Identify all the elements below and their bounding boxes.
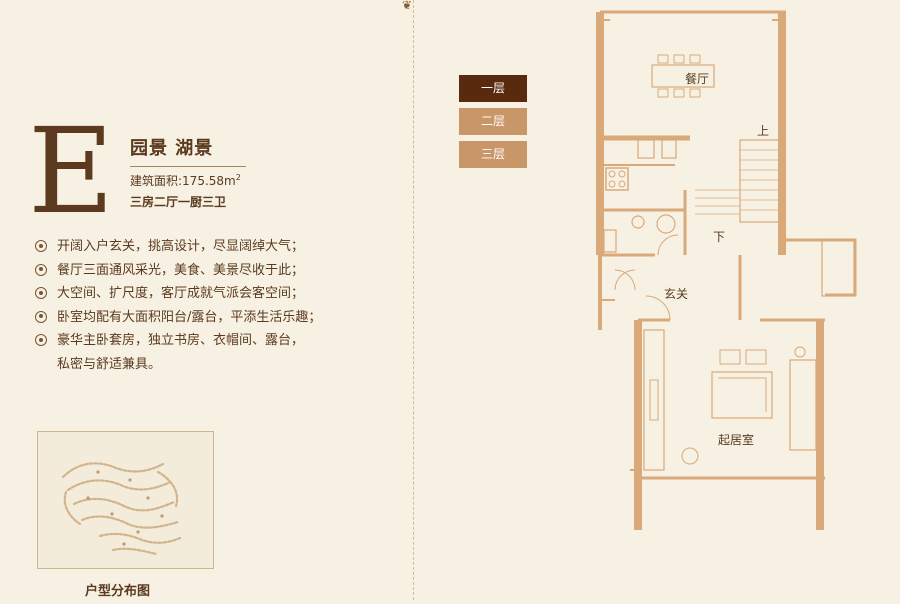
tab-floor-3[interactable]: 三层	[459, 141, 527, 168]
tab-floor-1[interactable]: 一层	[459, 75, 527, 102]
feature-item: 卧室均配有大面积阳台/露台，平添生活乐趣；	[35, 309, 395, 333]
unit-rooms: 三房二厅一厨三卫	[130, 195, 227, 209]
unit-area: 建筑面积:175.58m2	[130, 172, 250, 189]
room-label-living: 起居室	[718, 433, 755, 447]
stair-up-label: 上	[757, 124, 770, 138]
floor-plan: 餐厅 上 下 玄关 起居室	[560, 0, 900, 600]
top-ornament: ❦	[401, 0, 413, 12]
unit-type-letter: E	[28, 102, 115, 240]
unit-header: 园景 湖景 建筑面积:175.58m2 三房二厅一厨三卫	[130, 134, 250, 210]
feature-item: 开阔入户玄关，挑高设计，尽显阔绰大气；	[35, 238, 395, 262]
page-divider	[413, 0, 414, 600]
site-map-drawing	[61, 462, 182, 556]
bullet-icon	[35, 287, 47, 299]
bullet-icon	[35, 334, 47, 346]
room-label-dining: 餐厅	[685, 72, 710, 86]
area-unit-sup: 2	[235, 173, 241, 182]
stair-down-label: 下	[713, 230, 726, 244]
unit-title: 园景 湖景	[130, 138, 214, 159]
area-label: 建筑面积:	[130, 174, 183, 188]
feature-list: 开阔入户玄关，挑高设计，尽显阔绰大气； 餐厅三面通风采光，美食、美景尽收于此； …	[35, 238, 395, 379]
feature-item: 豪华主卧套房，独立书房、衣帽间、露台，	[35, 332, 395, 356]
feature-item-continuation: 私密与舒适兼具。	[57, 356, 162, 372]
bullet-icon	[35, 310, 47, 323]
bullet-icon	[35, 263, 47, 276]
title-rule	[130, 166, 246, 167]
tab-floor-2[interactable]: 二层	[459, 108, 527, 135]
floor-plan-drawing	[596, 10, 857, 530]
feature-item: 餐厅三面通风采光，美食、美景尽收于此；	[35, 262, 395, 286]
map-caption: 户型分布图	[85, 584, 151, 599]
floor-tabs: 一层 二层 三层	[459, 75, 527, 174]
room-label-foyer: 玄关	[664, 287, 689, 301]
feature-item: 大空间、扩尺度，客厅成就气派会客空间；	[35, 285, 395, 309]
area-value: 175.58m	[182, 174, 236, 188]
bullet-icon	[35, 240, 47, 252]
site-location-map	[37, 431, 214, 569]
